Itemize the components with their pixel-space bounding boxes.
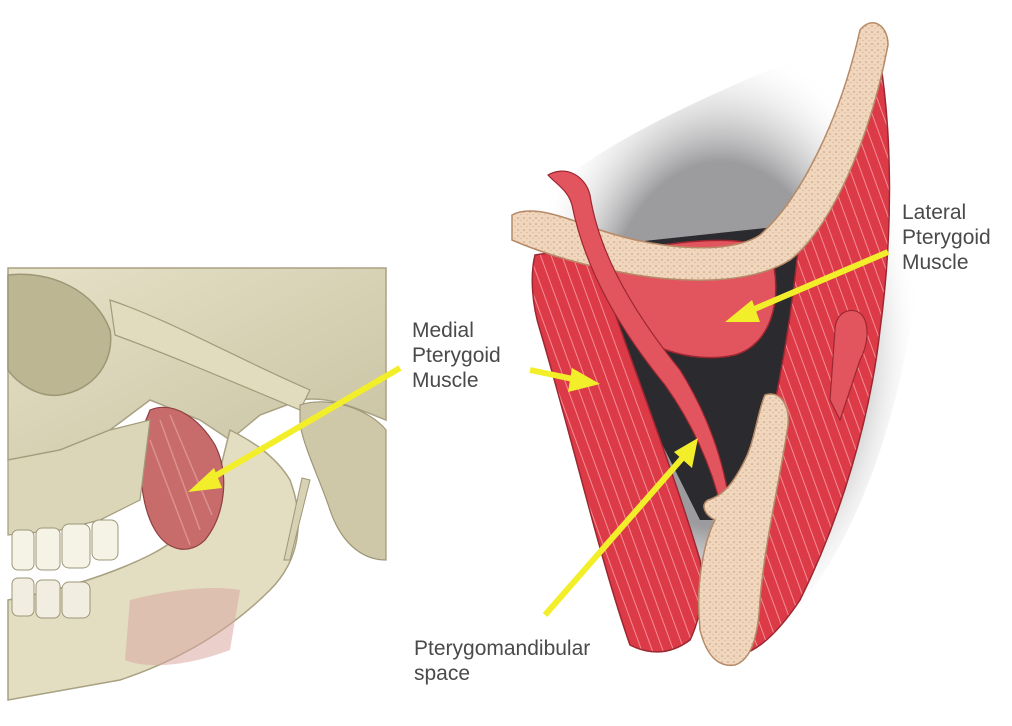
label-medial-line-3: Muscle [412,368,501,393]
label-lateral-line-3: Muscle [902,250,991,275]
cross-section-diagram [512,23,922,666]
label-space-line-2: space [414,661,590,686]
label-lateral-pterygoid: Lateral Pterygoid Muscle [902,200,991,275]
skull-illustration [8,268,386,714]
label-pterygomandibular-space: Pterygomandibular space [414,636,590,686]
label-space-line-1: Pterygomandibular [414,636,590,661]
label-lateral-line-1: Lateral [902,200,991,225]
label-medial-line-2: Pterygoid [412,343,501,368]
label-lateral-line-2: Pterygoid [902,225,991,250]
label-medial-line-1: Medial [412,318,501,343]
label-medial-pterygoid: Medial Pterygoid Muscle [412,318,501,393]
